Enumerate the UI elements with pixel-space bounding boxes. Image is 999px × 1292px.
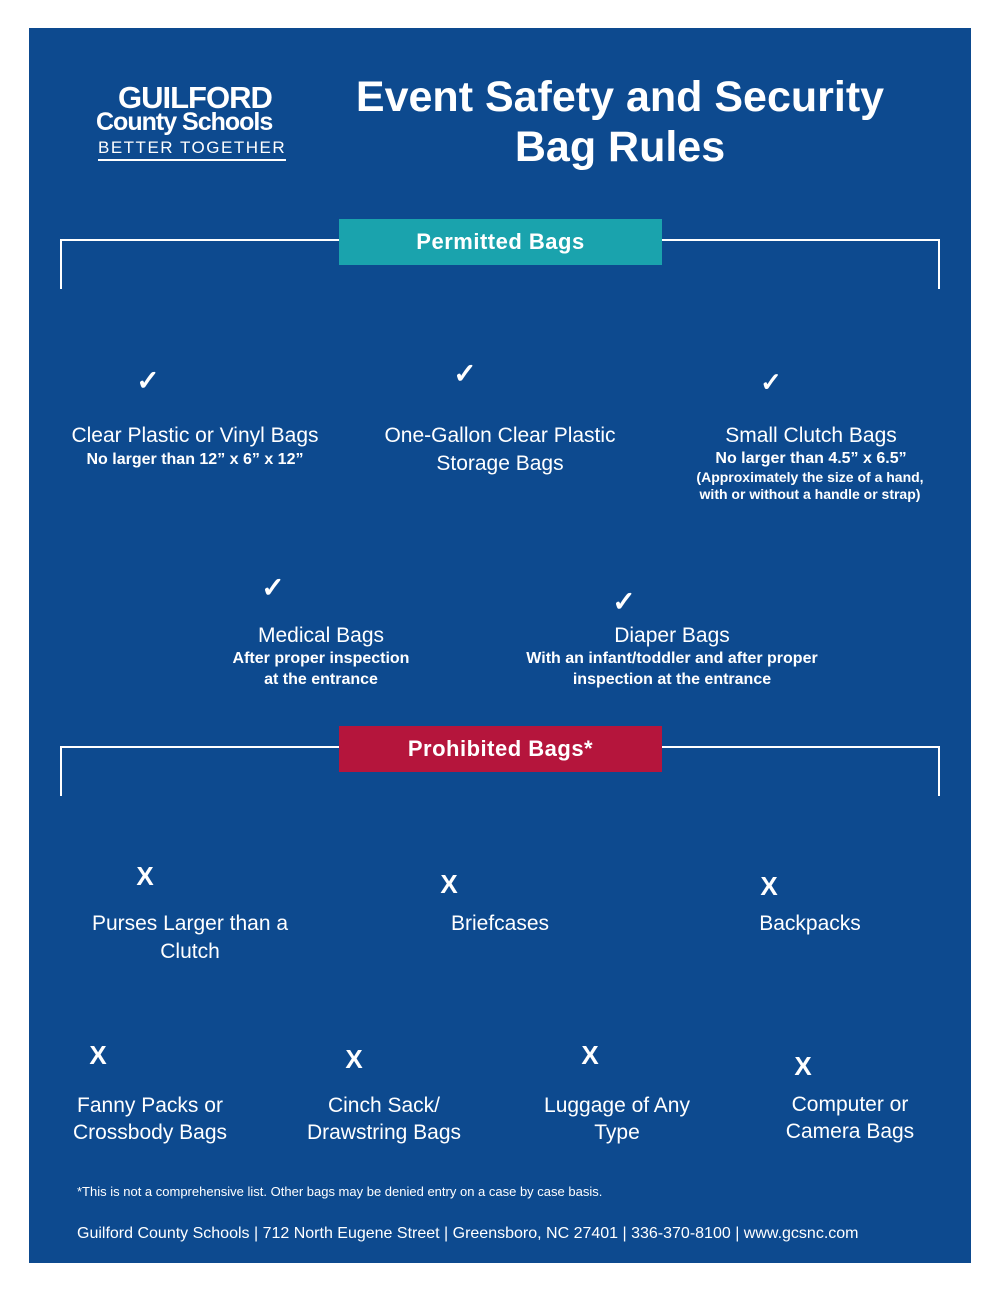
prohibited-item-label: Drawstring Bags <box>306 1121 462 1144</box>
footer-address: Guilford County Schools | 712 North Euge… <box>77 1225 744 1242</box>
prohibited-heading: Prohibited Bags* <box>339 726 662 772</box>
permitted-item-detail: No larger than 4.5” x 6.5” <box>715 450 907 467</box>
permitted-item-detail: After proper inspection <box>232 650 410 667</box>
check-mark: ✓ <box>261 572 285 603</box>
prohibited-item-label: Clutch <box>160 940 220 963</box>
section-rule <box>60 239 340 241</box>
prohibited-item-label: Crossbody Bags <box>72 1121 228 1144</box>
permitted-item-label: Diaper Bags <box>614 624 730 647</box>
x-mark: X <box>794 1051 812 1081</box>
prohibited-item-label: Briefcases <box>450 912 550 935</box>
page-title: Event Safety and Security Bag Rules <box>300 72 940 172</box>
section-rule-tick <box>938 746 940 796</box>
permitted-item-label: Medical Bags <box>257 624 385 647</box>
permitted-item-detail: With an infant/toddler and after proper <box>526 650 818 667</box>
x-mark: X <box>581 1040 599 1070</box>
prohibited-item-label: Camera Bags <box>785 1120 915 1143</box>
check-mark: ✓ <box>760 367 782 397</box>
title-line2: Bag Rules <box>514 123 726 171</box>
logo-line1: GUILFORD <box>118 80 273 115</box>
section-rule <box>60 746 340 748</box>
permitted-item-detail: inspection at the entrance <box>572 671 772 688</box>
prohibited-item-label: Cinch Sack/ <box>327 1094 441 1117</box>
x-mark: X <box>440 869 458 899</box>
footnote: *This is not a comprehensive list. Other… <box>77 1184 603 1199</box>
permitted-item-label: Clear Plastic or Vinyl Bags <box>71 424 319 447</box>
x-mark: X <box>760 871 778 901</box>
check-mark: ✓ <box>453 358 477 389</box>
prohibited-item-label: Backpacks <box>759 912 861 935</box>
permitted-item-label: Small Clutch Bags <box>725 424 897 447</box>
permitted-item-label: One-Gallon Clear Plastic <box>384 424 616 447</box>
website-link[interactable]: www.gcsnc.com <box>743 1225 859 1242</box>
prohibited-item-label: Fanny Packs or <box>77 1094 223 1117</box>
x-mark: X <box>89 1040 107 1070</box>
logo-tagline: BETTER TOGETHER <box>98 138 287 161</box>
permitted-heading: Permitted Bags <box>339 219 662 265</box>
section-rule <box>662 746 940 748</box>
section-rule-tick <box>938 239 940 289</box>
logo-line2: County Schools <box>96 108 273 136</box>
section-rule <box>662 239 940 241</box>
check-mark: ✓ <box>136 365 160 396</box>
section-rule-tick <box>60 239 62 289</box>
permitted-item-detail: No larger than 12” x 6” x 12” <box>86 451 304 468</box>
permitted-item-label: Storage Bags <box>436 452 564 475</box>
prohibited-item-label: Purses Larger than a <box>91 912 289 935</box>
prohibited-item-label: Luggage of Any <box>544 1094 690 1117</box>
prohibited-item-label: Type <box>594 1121 640 1144</box>
section-rule-tick <box>60 746 62 796</box>
permitted-item-detail: at the entrance <box>264 671 378 688</box>
check-mark: ✓ <box>612 586 636 617</box>
x-mark: X <box>136 861 154 891</box>
footer: Guilford County Schools | 712 North Euge… <box>77 1225 859 1243</box>
x-mark: X <box>345 1044 363 1074</box>
permitted-item-note: (Approximately the size of a hand, <box>696 469 924 485</box>
title-line1: Event Safety and Security <box>355 73 885 121</box>
prohibited-item-label: Computer or <box>791 1093 909 1116</box>
permitted-item-note: with or without a handle or strap) <box>699 486 921 502</box>
